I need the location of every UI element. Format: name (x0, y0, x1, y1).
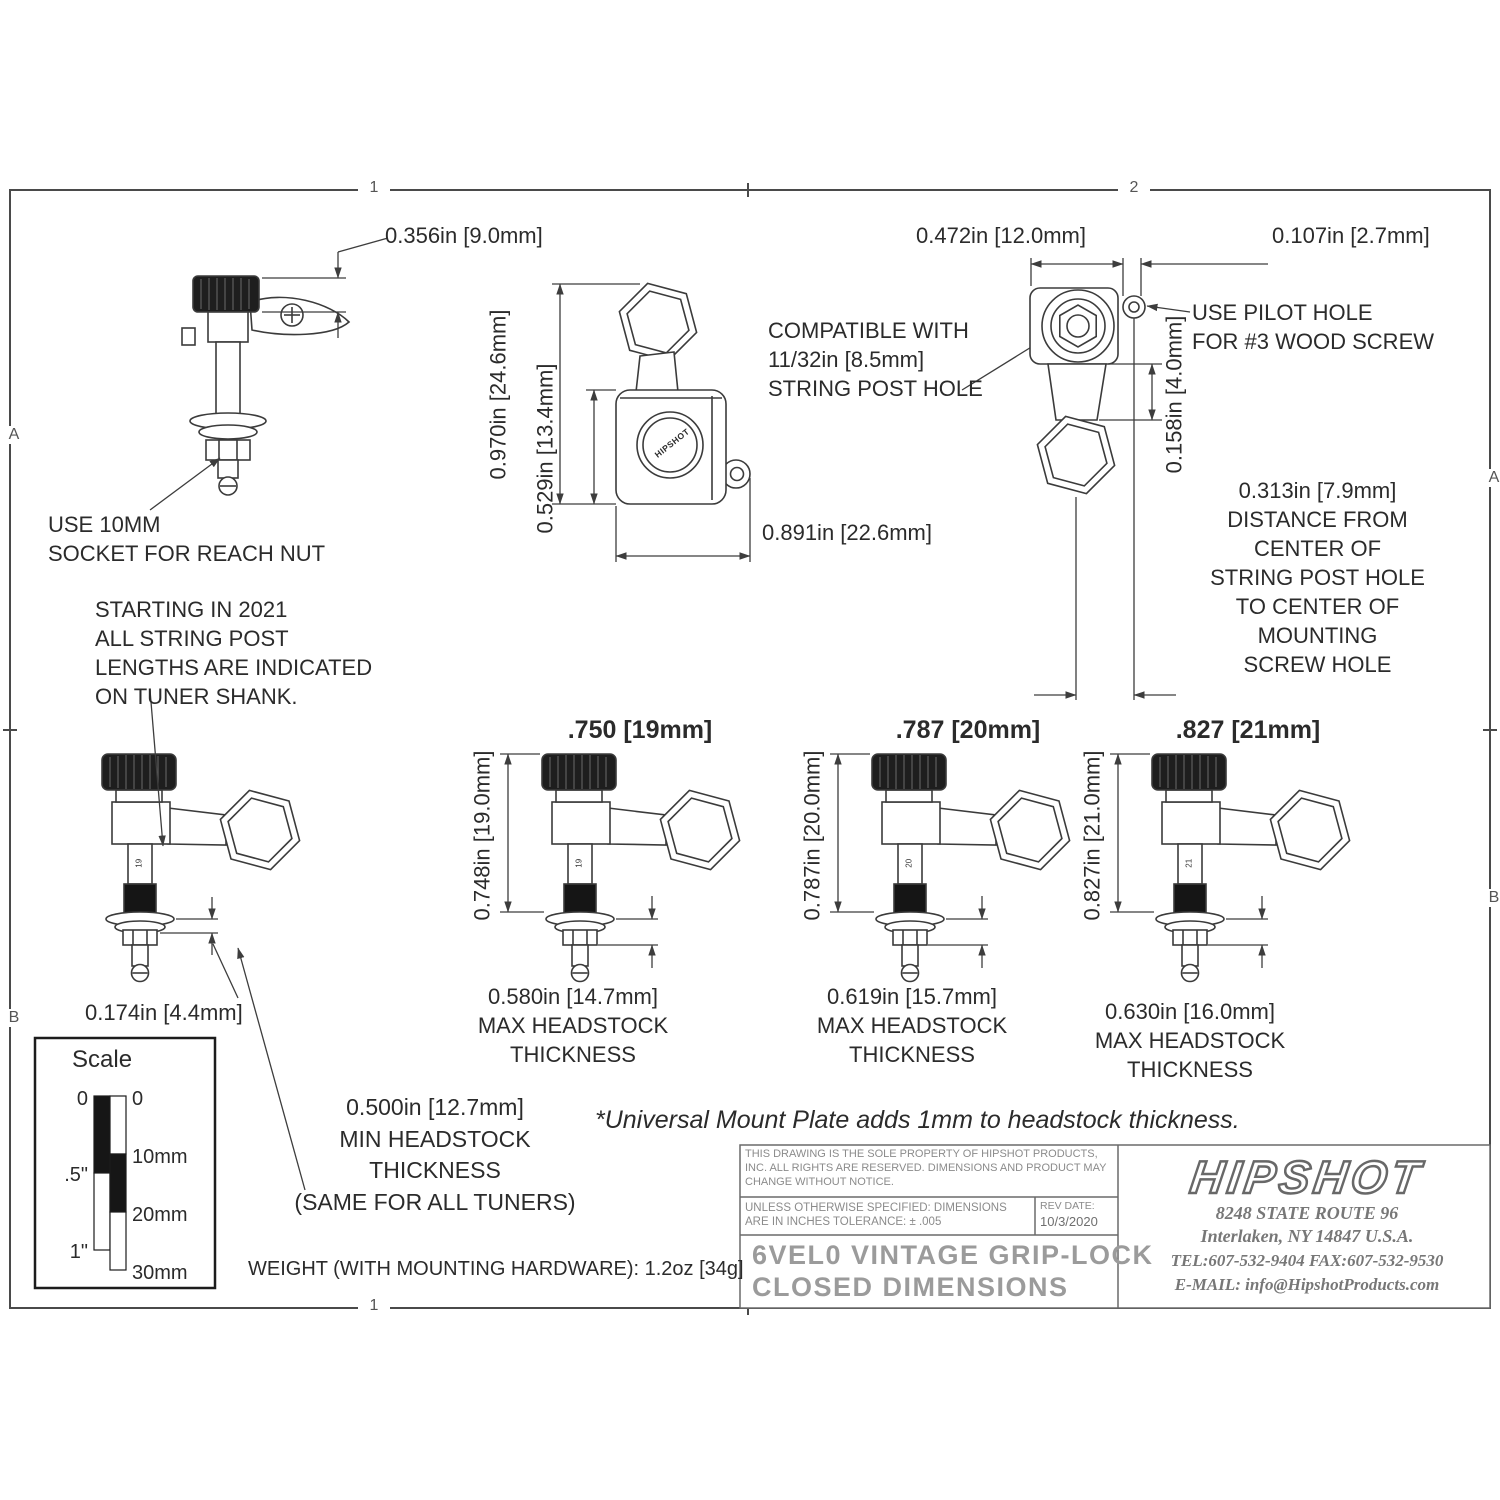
variant-header-20mm: .787 [20mm] (895, 716, 1041, 744)
scale-30mm: 30mm (132, 1262, 188, 1284)
scale-in-0: 0 (76, 1088, 88, 1110)
titleblock-email: E-MAIL: info@HipshotProducts.com (1174, 1275, 1440, 1294)
zone-label-top-2: 2 (1118, 179, 1150, 197)
max-headstock-20: 0.619in [15.7mm] MAX HEADSTOCK THICKNESS (816, 984, 1008, 1068)
zone-label-left-a: A (0, 426, 30, 444)
dim-pilot-offset: 0.107in [2.7mm] (1272, 223, 1430, 248)
titleblock-tolerance: UNLESS OTHERWISE SPECIFIED: DIMENSIONS A… (745, 1202, 1007, 1229)
titleblock-revdate-label: REV DATE: (1040, 1200, 1095, 1212)
shank-mark-19: 19 (574, 858, 584, 868)
dim-washer: 0.174in [4.4mm] (85, 1000, 243, 1025)
scale-10mm: 10mm (132, 1146, 188, 1168)
zone-label-right-a: A (1478, 469, 1500, 487)
note-socket: USE 10MM SOCKET FOR REACH NUT (48, 512, 326, 567)
max-headstock-19: 0.580in [14.7mm] MAX HEADSTOCK THICKNESS (477, 984, 669, 1068)
dim-post-21: 0.827in [21.0mm] (1079, 750, 1105, 921)
note-post-length: STARTING IN 2021 ALL STRING POST LENGTHS… (95, 597, 373, 710)
titleblock-address2: Interlaken, NY 14847 U.S.A. (1200, 1226, 1414, 1246)
note-universal-mount: *Universal Mount Plate adds 1mm to heads… (595, 1106, 1240, 1134)
note-compatible: COMPATIBLE WITH 11/32in [8.5mm] STRING P… (768, 318, 983, 402)
scale-20mm: 20mm (132, 1204, 188, 1226)
dim-back-width: 0.472in [12.0mm] (916, 223, 1086, 248)
variant-header-21mm: .827 [21mm] (1175, 716, 1321, 744)
dim-ear-offset: 0.158in [4.0mm] (1161, 315, 1187, 474)
titleblock-revdate: 10/3/2020 (1040, 1214, 1098, 1229)
max-headstock-21: 0.630in [16.0mm] MAX HEADSTOCK THICKNESS (1094, 999, 1286, 1083)
scale-1-inch: 1" (69, 1241, 88, 1263)
titleblock-phone: TEL:607-532-9404 FAX:607-532-9530 (1170, 1251, 1444, 1270)
scale-half-inch: .5" (64, 1164, 88, 1186)
zone-label-top-1: 1 (358, 179, 390, 197)
dim-post-19: 0.748in [19.0mm] (469, 750, 495, 921)
titleblock-title: 6VEL0 VINTAGE GRIP-LOCK CLOSED DIMENSION… (752, 1240, 1154, 1302)
shank-mark-ref: 19 (134, 858, 144, 868)
dim-side-body: 0.529in [13.4mm] (532, 363, 558, 534)
note-min-headstock: 0.500in [12.7mm] MIN HEADSTOCK THICKNESS… (294, 1094, 576, 1216)
variant-header-19mm: .750 [19mm] (567, 716, 713, 744)
zone-label-right-b: B (1478, 889, 1500, 907)
note-weight: WEIGHT (WITH MOUNTING HARDWARE): 1.2oz [… (248, 1258, 744, 1280)
zone-label-bottom-1: 1 (358, 1297, 390, 1315)
titleblock-address1: 8248 STATE ROUTE 96 (1215, 1203, 1399, 1223)
dim-post-20: 0.787in [20.0mm] (799, 750, 825, 921)
scale-mm-0: 0 (132, 1088, 144, 1110)
scale-title: Scale (72, 1046, 133, 1073)
dim-side-height: 0.970in [24.6mm] (485, 309, 511, 480)
dim-side-width: 0.891in [22.6mm] (762, 520, 932, 545)
note-screw-distance: 0.313in [7.9mm] DISTANCE FROM CENTER OF … (1210, 478, 1425, 678)
titleblock-legal: THIS DRAWING IS THE SOLE PROPERTY OF HIP… (745, 1148, 1107, 1188)
shank-mark-20: 20 (904, 858, 914, 868)
note-pilot-hole: USE PILOT HOLE FOR #3 WOOD SCREW (1192, 300, 1435, 355)
shank-mark-21: 21 (1184, 858, 1194, 868)
zone-label-left-b: B (0, 1009, 30, 1027)
hipshot-logo: HIPSHOT (1186, 1150, 1428, 1205)
dim-knob-height: 0.356in [9.0mm] (385, 223, 543, 248)
